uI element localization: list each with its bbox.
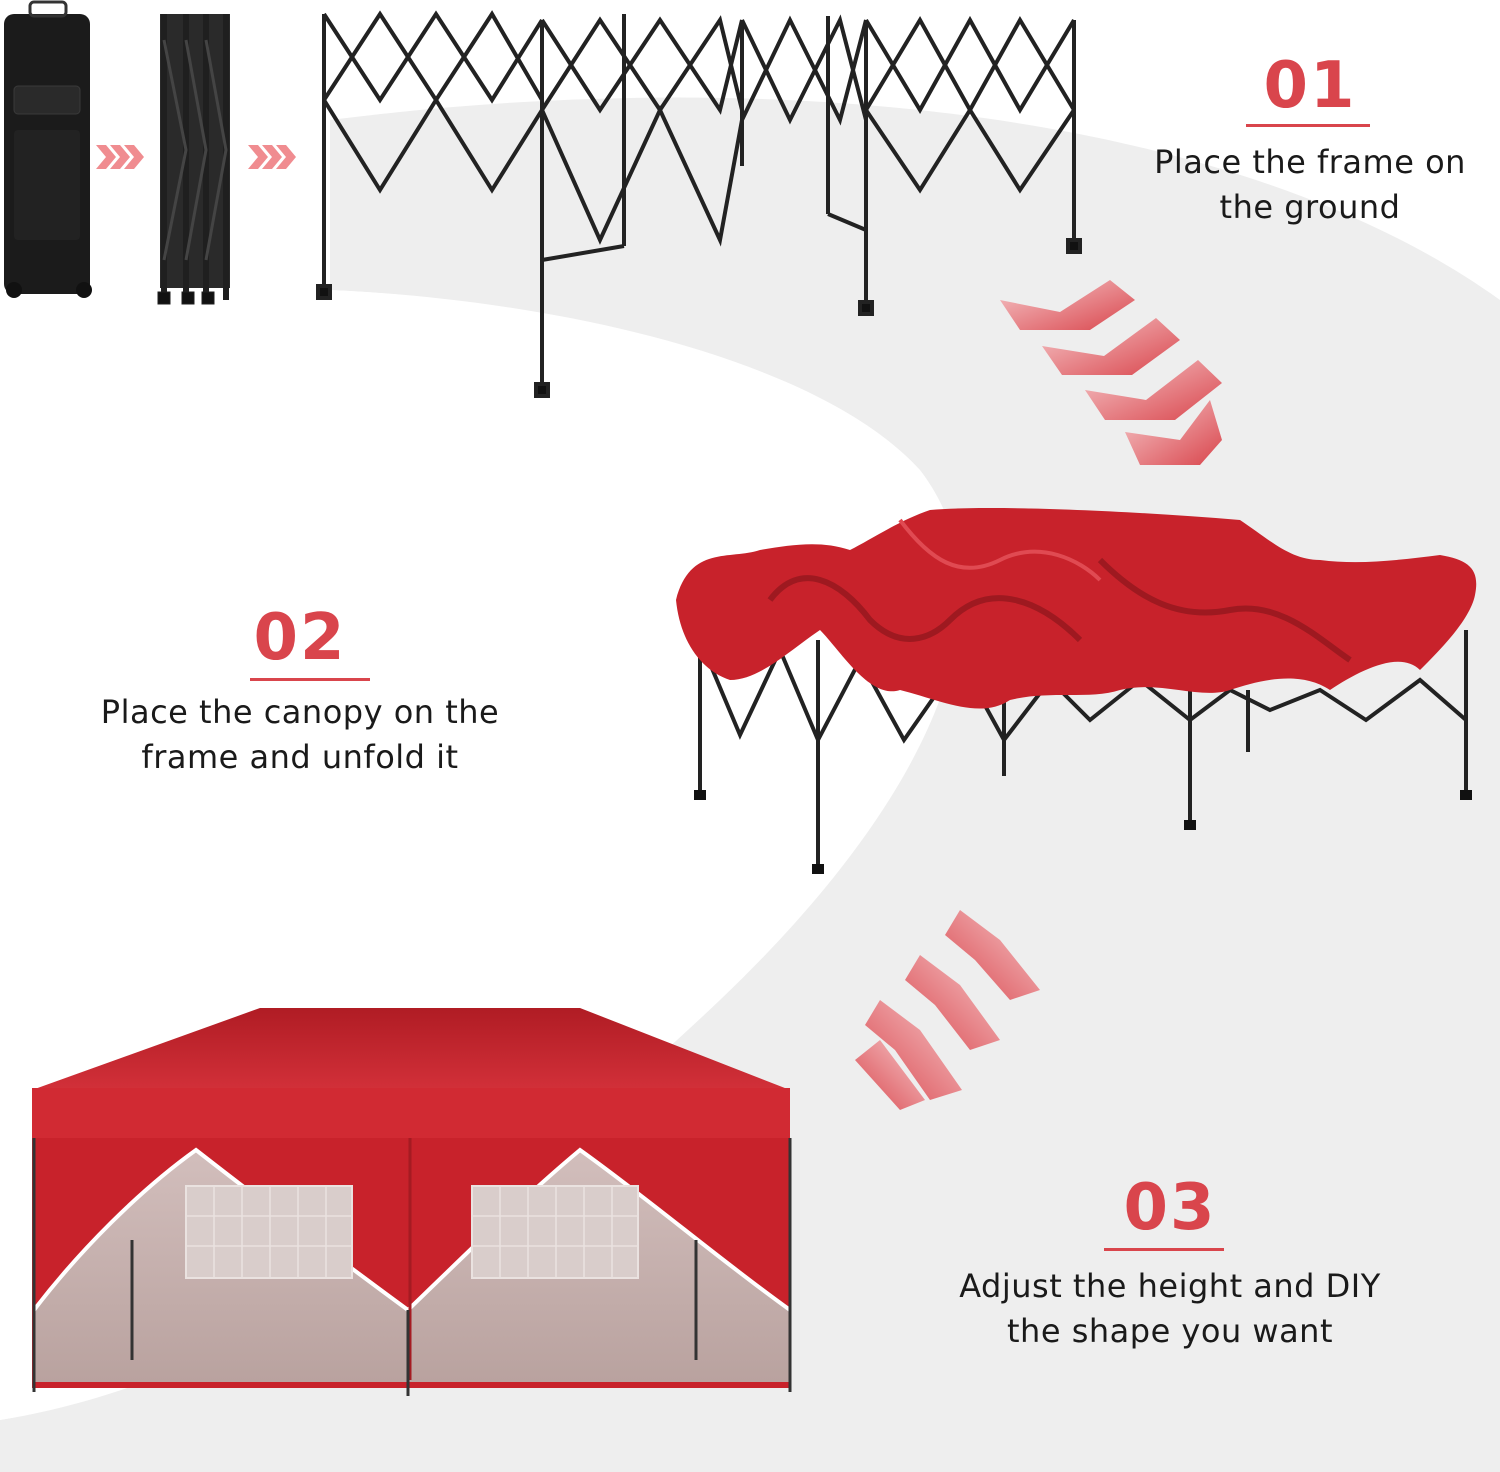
step-1: 01 Place the frame on the ground <box>1140 54 1480 230</box>
folded-frame-image <box>157 14 230 305</box>
small-arrows-1 <box>96 145 144 169</box>
step-2-description: Place the canopy on the frame and unfold… <box>90 690 510 780</box>
draped-canopy-image <box>676 508 1477 874</box>
step-3-underline <box>1104 1248 1224 1251</box>
step-2: 02 Place the canopy on the frame and unf… <box>90 606 510 780</box>
step-2-number: 02 <box>253 601 347 675</box>
step-1-line-2: the ground <box>1219 187 1401 226</box>
step-3-description: Adjust the height and DIY the shape you … <box>940 1264 1400 1354</box>
step-1-number: 01 <box>1263 49 1357 123</box>
small-arrows-2 <box>248 145 296 169</box>
step-1-underline <box>1246 124 1370 127</box>
big-arrows-1 <box>1000 280 1222 465</box>
step-1-line-1: Place the frame on <box>1154 143 1466 181</box>
step-3: 03 Adjust the height and DIY the shape y… <box>940 1176 1400 1354</box>
step-2-line-1: Place the canopy on the <box>100 693 500 731</box>
step-3-line-2: the shape you want <box>1007 1311 1333 1350</box>
big-arrows-2 <box>855 910 1040 1110</box>
finished-tent-image <box>32 1008 792 1396</box>
step-2-underline <box>250 678 370 681</box>
step-1-description: Place the frame on the ground <box>1140 140 1480 230</box>
expanded-frame-image <box>316 10 1082 398</box>
carry-bag-image <box>4 0 92 298</box>
step-2-line-2: frame and unfold it <box>141 737 459 776</box>
step-3-number: 03 <box>1123 1171 1217 1245</box>
path-band <box>0 97 1500 1472</box>
step-3-line-1: Adjust the height and DIY <box>959 1267 1381 1305</box>
